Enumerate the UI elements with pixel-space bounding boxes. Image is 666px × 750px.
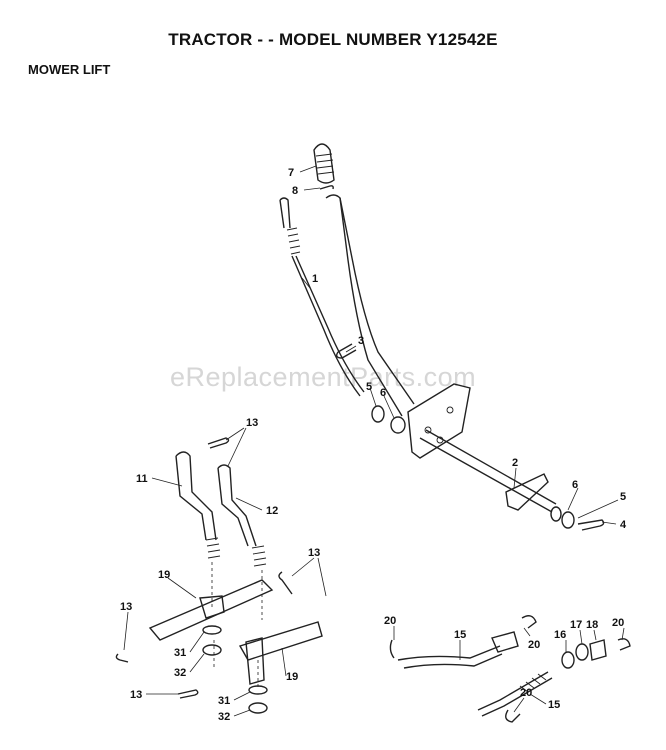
callout-1: 1 [312, 273, 318, 285]
callout-6: 6 [572, 479, 578, 491]
part-18-bracket [589, 639, 607, 661]
callout-19: 19 [158, 569, 170, 581]
callout-20: 20 [384, 615, 396, 627]
diagram-title: TRACTOR - - MODEL NUMBER Y12542E [168, 30, 498, 49]
callout-20: 20 [612, 617, 624, 629]
leader-lines [123, 165, 625, 717]
callout-31: 31 [174, 647, 186, 659]
part-11-lift-link [175, 451, 221, 559]
part-31-washer-a [202, 625, 222, 635]
callout-13: 13 [130, 689, 142, 701]
part-5-washer-b [561, 511, 575, 529]
part-12-lift-link [217, 464, 267, 567]
callout-31: 31 [218, 695, 230, 707]
callout-13: 13 [120, 601, 132, 613]
diagram-subtitle: MOWER LIFT [28, 62, 111, 77]
callout-12: 12 [266, 505, 278, 517]
part-5-washer-a [371, 405, 385, 423]
part-32-nut-a [202, 644, 222, 656]
callout-3: 3 [358, 335, 364, 347]
callout-17: 17 [570, 619, 582, 631]
part-1-release-rod [279, 197, 365, 397]
part-16-nut [561, 651, 575, 669]
part-6-bushing-a [390, 416, 406, 434]
part-31-washer-b [248, 685, 268, 695]
watermark: eReplacementParts.com [170, 362, 477, 392]
lift-bracket-plate [407, 383, 471, 459]
part-6-bushing-b [550, 506, 562, 522]
part-19-lift-arm-lower [238, 621, 323, 685]
callout-16: 16 [554, 629, 566, 641]
part-13-pin-b [278, 571, 293, 595]
part-2-lift-shaft [419, 429, 557, 513]
callout-4: 4 [620, 519, 627, 531]
callout-20: 20 [520, 687, 532, 699]
part-20-clip-d [505, 709, 521, 723]
part-13-pin-c [115, 653, 129, 663]
part-7-grip [313, 143, 335, 184]
callout-7: 7 [288, 167, 294, 179]
callout-20: 20 [528, 639, 540, 651]
callout-13: 13 [308, 547, 320, 559]
part-3-clip [335, 343, 357, 359]
lift-handle-tube [325, 194, 415, 417]
part-32-nut-b [248, 702, 268, 714]
callout-19: 19 [286, 671, 298, 683]
part-20-clip-a [389, 639, 395, 659]
callout-8: 8 [292, 185, 298, 197]
callout-15: 15 [548, 699, 560, 711]
part-15-adjust-rod-upper [397, 631, 519, 669]
part-8-pin [319, 185, 334, 190]
part-17-ferrule [575, 643, 589, 661]
part-4-clip [577, 519, 605, 531]
callout-32: 32 [174, 667, 186, 679]
part-13-pin-d [177, 689, 199, 699]
part-20-clip-b [521, 615, 537, 629]
callout-2: 2 [512, 457, 518, 469]
part-13-pin-a [207, 437, 230, 449]
part-20-clip-c [617, 638, 631, 651]
part-15-adjust-rod-lower [477, 671, 553, 717]
callout-5: 5 [620, 491, 626, 503]
callout-18: 18 [586, 619, 598, 631]
callout-15: 15 [454, 629, 466, 641]
callout-5: 5 [366, 381, 372, 393]
callout-13: 13 [246, 417, 258, 429]
callout-11: 11 [136, 473, 148, 485]
callout-6: 6 [380, 387, 386, 399]
callout-32: 32 [218, 711, 230, 723]
part-19-lift-arm-upper [148, 579, 274, 641]
